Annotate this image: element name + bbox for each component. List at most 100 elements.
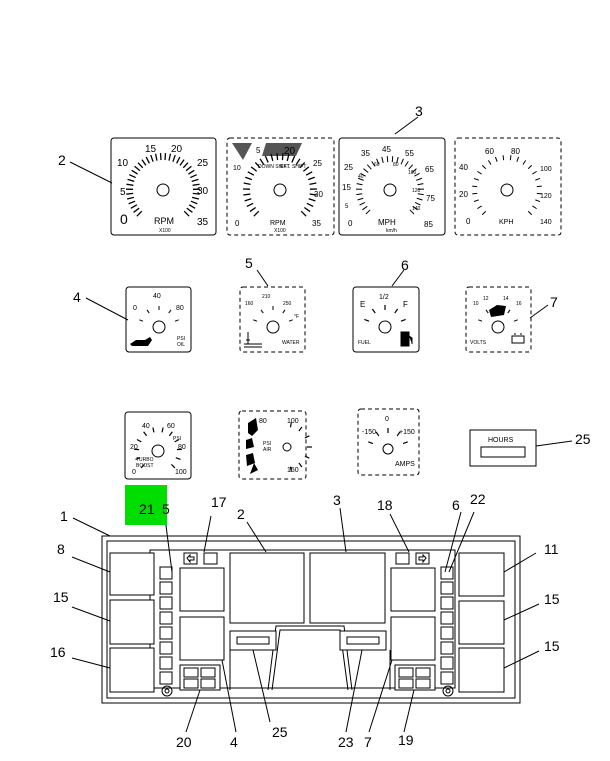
indicator-light (159, 671, 173, 685)
tach1-ticks-mark (130, 204, 138, 209)
fuel-half: 1/2 (379, 294, 389, 301)
tach1-ticks-mark (141, 159, 147, 166)
speedo1-inner-40: 40 (358, 174, 364, 180)
speedo2-ticks-mark (473, 177, 479, 181)
gauge-slot-2-tachometer (229, 552, 305, 624)
speedo1-inner-100: 100 (408, 170, 417, 176)
tach1-ticks-mark (127, 178, 135, 182)
gauge-slot-7 (390, 616, 436, 661)
water-deg: °F (294, 314, 299, 320)
tach2-ticks-mark (249, 206, 257, 213)
tach2-ticks-mark (299, 162, 306, 169)
air-unit: PSI (263, 441, 271, 447)
tach2-warning-zone-right (262, 143, 302, 156)
speedo1-tick-45: 45 (382, 145, 391, 154)
panel-outer-frame (101, 535, 521, 704)
tach1-ticks-mark (133, 207, 140, 213)
callout-20: 20 (176, 734, 192, 750)
gauge-slot-16 (109, 647, 155, 693)
tach1-ticks-mark (126, 183, 134, 186)
right-arrow-icon (418, 553, 427, 564)
water-tick-210: 210 (262, 294, 271, 300)
speedo2-tick-120: 120 (540, 193, 552, 200)
indicator-light (159, 626, 173, 640)
boost-ticks-mark (161, 427, 164, 433)
speedo2-tick-80: 80 (511, 147, 520, 156)
oil-tick-0: 0 (133, 305, 137, 312)
indicator-light (159, 641, 173, 655)
tach1-tick-20: 20 (171, 144, 183, 155)
tach1-tick-25: 25 (197, 158, 209, 169)
tach2-ticks-mark (309, 193, 317, 196)
boost-tick-0: 0 (132, 469, 136, 476)
oil-ticks-mark (168, 309, 172, 314)
water-ticks-mark (253, 319, 258, 322)
tach2-ticks-mark (246, 202, 254, 208)
tachometer-gauge-dashed: 5 10 20 25 30 35 0 DOWN SHIFT EXT. SHIFT… (226, 137, 335, 236)
speedo1-ticks-mark (416, 177, 423, 181)
switch-block-19 (394, 664, 436, 691)
oil-pressure-gauge: 0 40 80 PSI OIL (125, 286, 192, 353)
indicator-light (440, 611, 454, 625)
tach1-ticks-mark (154, 153, 158, 161)
speedo1-tick-15: 15 (342, 183, 351, 192)
fuel-ticks-mark (371, 308, 376, 314)
callout-23: 23 (338, 734, 354, 750)
speedo2-ticks-mark (477, 205, 482, 210)
speedo1-ticks-mark (409, 209, 415, 215)
boost-ticks-mark (143, 431, 148, 437)
speedo2-tick-0: 0 (466, 217, 471, 226)
speedo2-ticks-mark (481, 210, 487, 216)
fuel-tick-marks (364, 305, 406, 322)
amps-tick-0: 0 (385, 416, 389, 423)
speedo2-ticks-mark (536, 192, 542, 195)
tach1-ticks-mark (126, 196, 135, 200)
callout-line-5a (256, 269, 269, 287)
callout-21: 21 (139, 501, 155, 517)
tach2-tick-10: 10 (233, 165, 241, 172)
gauge-slot-8 (109, 552, 155, 596)
speedo1-ticks-mark (362, 205, 368, 211)
water-tick-marks (253, 306, 293, 322)
ammeter-gauge: -150 0 +150 AMPS (357, 408, 420, 476)
air-tick-100: 100 (287, 418, 299, 425)
callout-8: 8 (57, 541, 65, 557)
tach2-ticks-mark (244, 198, 252, 202)
tach2-ticks-mark (307, 176, 315, 181)
gauge-slot-6 (390, 567, 436, 612)
callout-line-7a (529, 304, 549, 319)
speedo1-tick-55: 55 (405, 149, 414, 158)
tach1-ticks-mark (176, 156, 181, 164)
speedo1-ticks-mark (396, 156, 399, 163)
speedo1-ticks-mark (357, 177, 364, 181)
water-ticks-mark (288, 319, 293, 322)
tach1-ticks-mark (192, 183, 200, 186)
speedo1-ticks-mark (417, 193, 424, 196)
panel-callout-lines (71, 507, 540, 733)
callout-15a: 15 (53, 589, 69, 605)
battery-icon (511, 333, 525, 344)
speedo1-tick-0: 0 (348, 219, 353, 228)
speedo1-ticks-mark (371, 161, 376, 167)
volts-tick-14: 14 (503, 296, 509, 302)
tachometer-gauge-solid: 0 5 10 15 20 25 30 35 RPM X100 (110, 137, 217, 236)
tach2-ticks-mark (302, 166, 310, 172)
boost-tick-100: 100 (175, 469, 187, 476)
callout-1: 1 (60, 508, 68, 524)
air-ticks-mark (304, 435, 310, 439)
water-ticks-mark (260, 309, 264, 314)
volts-tick-16: 16 (516, 301, 522, 307)
speedo1-ticks-mark (359, 201, 366, 206)
speedo1-ticks-mark (408, 164, 414, 170)
tach1-ticks-mark (136, 210, 143, 217)
speedo2-ticks-mark (473, 199, 479, 203)
left-mounting-screw (161, 685, 173, 697)
callout-line-2a (69, 161, 113, 184)
boost-ticks-mark (152, 427, 155, 433)
fuel-label: FUEL (358, 340, 371, 346)
speedo2-ticks-mark (509, 155, 512, 161)
speedo1-ticks-mark (414, 201, 421, 206)
air-pressure-gauge: 80 100 150 PSI AIR (238, 410, 312, 480)
speedo2-ticks-mark (527, 164, 533, 170)
